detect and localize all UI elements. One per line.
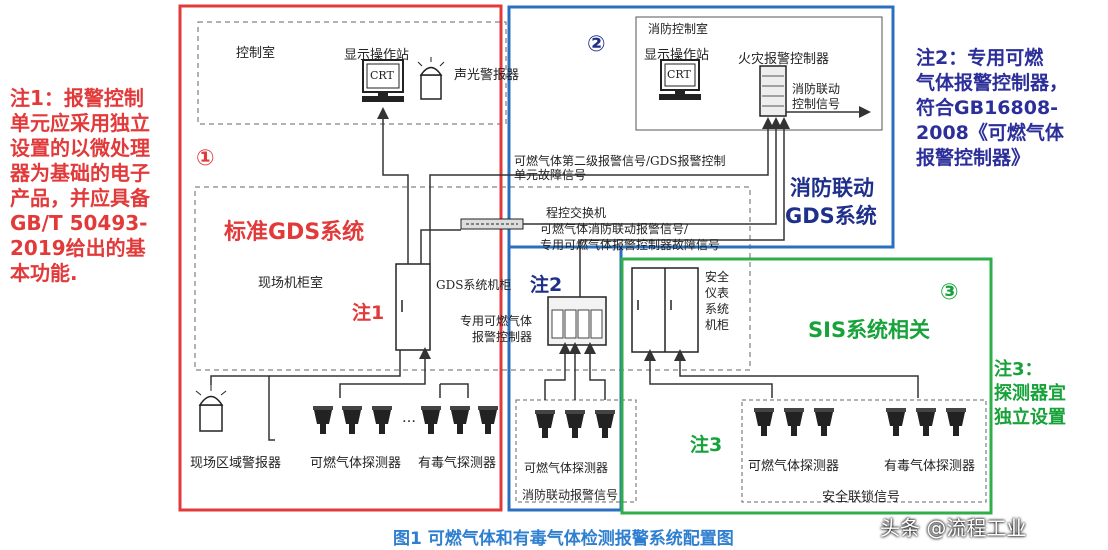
label-field-cabinet-room: 现场机柜室 (258, 276, 324, 291)
label-level2-signal-1: 可燃气体第二级报警信号/GDS报警控制 (514, 154, 726, 168)
dedicated-controller-icon (547, 296, 607, 346)
region-sis-frame (620, 257, 993, 515)
fire-alarm-controller-icon (759, 65, 787, 117)
label-sis-cabinet-1: 安全 (705, 270, 730, 284)
detector-icon (946, 408, 966, 436)
label-sis-cabinet-2: 仪表 (705, 286, 730, 300)
detector-icon (916, 408, 936, 436)
label-fire-linkage-signal-2: 控制信号 (792, 97, 841, 111)
detector-icon (535, 410, 555, 438)
note-1: 注1：报警控制 单元应采用独立 设置的以微处理 器为基础的电子 产品，并应具备 … (10, 86, 150, 285)
field-alarm-beacon-icon (195, 385, 227, 432)
detector-icon (565, 410, 585, 438)
label-toxic-detector-2: 有毒气体探测器 (884, 459, 976, 474)
detector-icon (814, 408, 834, 436)
label-sis-cabinet-3: 系统 (705, 302, 730, 316)
gds-cabinet-icon (395, 263, 431, 351)
sis-detector-bracket (741, 399, 987, 503)
label-note3-tag: 注3 (690, 434, 723, 456)
region-standard-title: 标准GDS系统 (224, 220, 365, 245)
label-fire-linkage-alarm-signal: 消防联动报警信号 (522, 488, 619, 502)
label-dots: … (402, 410, 416, 426)
label-dedicated-controller-2: 报警控制器 (472, 330, 533, 344)
note-3: 注3： 探测器宜 独立设置 (994, 359, 1066, 428)
label-fire-linkage-signal-1: 消防联动 (792, 82, 841, 96)
note-2: 注2：专用可燃 气体报警控制器， 符合GB16808- 2008《可燃气体 报警… (916, 47, 1069, 169)
label-field-area-alarm: 现场区域警报器 (190, 456, 282, 471)
detector-icon (595, 410, 615, 438)
label-display-station: 显示操作站 (344, 48, 410, 63)
fire-detector-bracket (515, 399, 637, 503)
label-fire-crt: CRT (667, 68, 691, 81)
region-sis-title: SIS系统相关 (808, 318, 931, 342)
detector-icon (421, 406, 441, 434)
control-room-box (197, 21, 507, 125)
region-standard-gds-frame (178, 4, 503, 512)
region-fire-title-2: GDS系统 (785, 204, 877, 228)
region-sis-number: ③ (940, 280, 959, 305)
crt-monitor-icon (362, 59, 404, 102)
label-pabx-signal-2: 专用可燃气体报警控制器故障信号 (540, 238, 721, 252)
detector-icon (754, 408, 774, 436)
region-fire-number: ② (587, 32, 606, 57)
label-combustible-detector-2: 可燃气体探测器 (524, 461, 609, 475)
detector-icon (450, 406, 470, 434)
label-note1-tag: 注1 (352, 302, 385, 324)
label-gds-cabinet: GDS系统机柜 (436, 278, 512, 292)
detector-icon (372, 406, 392, 434)
label-pabx-signal-1: 可燃气体消防联动报警信号/ (540, 222, 689, 236)
label-sound-light-alarm: 声光警报器 (454, 68, 520, 83)
watermark: 头条 @流程工业 (880, 516, 1027, 540)
detector-icon (313, 406, 333, 434)
detector-icon (342, 406, 362, 434)
label-pabx: 程控交换机 (546, 206, 607, 220)
label-fire-alarm-controller: 火灾报警控制器 (738, 52, 830, 67)
label-note2-tag: 注2 (530, 274, 563, 296)
label-control-room: 控制室 (236, 46, 276, 61)
detector-icon (784, 408, 804, 436)
label-sis-cabinet-4: 机柜 (705, 318, 730, 332)
label-dedicated-controller-1: 专用可燃气体 (460, 314, 533, 328)
label-fire-display-station: 显示操作站 (644, 48, 710, 63)
detector-icon (886, 408, 906, 436)
beacon-icon (417, 57, 445, 100)
region-fire-title-1: 消防联动 (790, 176, 874, 200)
fire-crt-monitor-icon (659, 59, 701, 100)
label-crt: CRT (370, 69, 394, 82)
figure-caption: 图1 可燃气体和有毒气体检测报警系统配置图 (393, 529, 734, 549)
label-fire-control-room: 消防控制室 (648, 22, 709, 36)
label-combustible-detector-1: 可燃气体探测器 (310, 456, 402, 471)
detector-icon (478, 406, 498, 434)
label-combustible-detector-3: 可燃气体探测器 (748, 459, 840, 474)
label-safety-interlock-signal: 安全联锁信号 (822, 490, 901, 505)
sis-cabinet-icon (631, 267, 699, 353)
label-toxic-detector-1: 有毒气探测器 (418, 456, 497, 471)
fire-control-room-box (635, 16, 883, 131)
pabx-icon (460, 218, 524, 230)
label-level2-signal-2: 单元故障信号 (514, 168, 587, 182)
region-fire-gds-frame (507, 5, 895, 249)
region-standard-number: ① (196, 146, 215, 171)
